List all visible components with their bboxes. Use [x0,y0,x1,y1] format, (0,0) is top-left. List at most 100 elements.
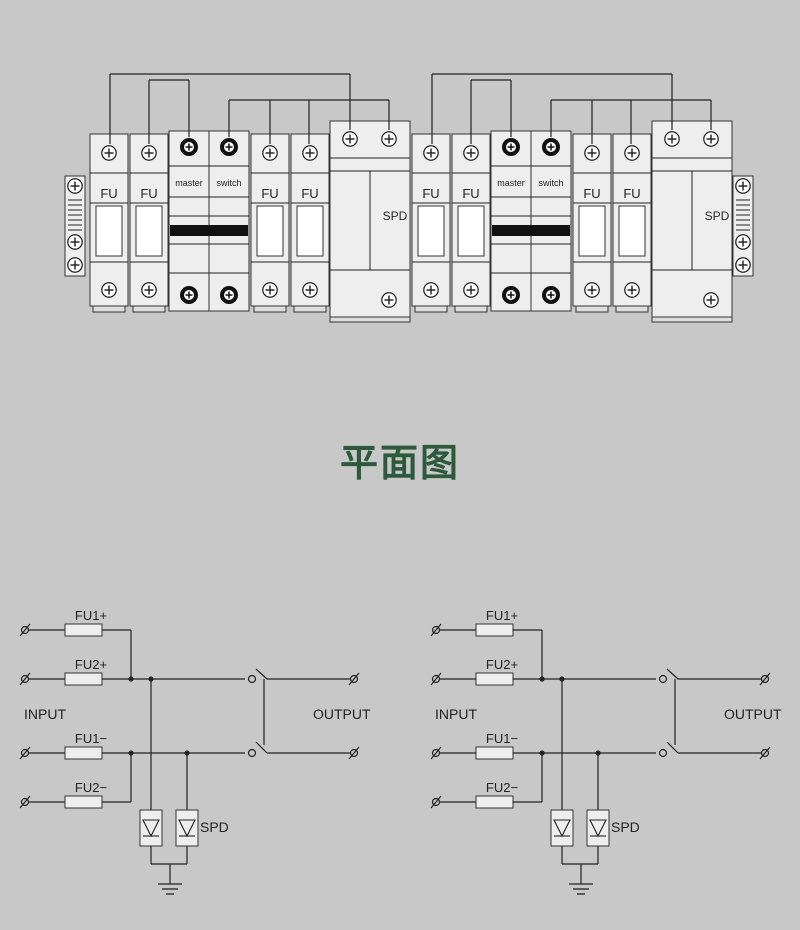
terminal-screw-icon [67,257,83,273]
spd-symbol [550,809,574,847]
switch-label-switch: switch [216,178,241,188]
terminal-screw-large-icon [541,137,561,157]
terminal-screw-icon [262,145,278,161]
fuse-symbol [475,672,514,686]
fuse-name-label: FU1+ [486,608,518,623]
input-terminal-icon [431,748,441,758]
switch-pole [168,130,210,312]
fuse-window [417,205,445,257]
spd-label: SPD [705,209,730,223]
terminal-screw-icon [664,131,680,147]
end-body [64,175,86,277]
input-label: INPUT [24,706,66,722]
spd-symbol [139,809,163,847]
fuse-symbol [64,672,103,686]
input-terminal-icon [431,797,441,807]
terminal-screw-large-icon [219,137,239,157]
spd-label: SPD [200,819,229,835]
fuse-window [256,205,284,257]
terminal-slash [430,623,442,637]
terminal-screw-large-icon [501,137,521,157]
fuse-name-label: FU2+ [75,657,107,672]
switch-contact-icon [658,674,668,684]
terminal-screw-icon [624,145,640,161]
fuse-holder: FU [89,133,129,313]
input-terminal-icon [20,625,30,635]
terminal-screw-large-icon [179,285,199,305]
terminal-screw-large-icon [179,137,199,157]
terminal-screw-icon [584,282,600,298]
terminal-screw-icon [101,145,117,161]
spd-symbol [586,809,610,847]
plan-wiring [109,73,712,144]
end-terminal [732,175,754,277]
fuse-holder: FU [250,133,290,313]
fuse-holder: FU [451,133,491,313]
switch-pole [490,130,532,312]
switch-pole [530,130,572,312]
fuse-holder: FU [290,133,330,313]
fuse-foot [253,305,287,313]
spd-label: SPD [611,819,640,835]
fuse-window [95,205,123,257]
switch-label-switch: switch [538,178,563,188]
fuse-name-label: FU1− [75,731,107,746]
spd-label: SPD [383,209,408,223]
end-body [732,175,754,277]
fuse-label: FU [301,186,318,201]
input-terminal-icon [431,674,441,684]
fuse-symbol [475,623,514,637]
fuse-foot [92,305,126,313]
terminal-screw-icon [262,282,278,298]
fuse-foot [615,305,649,313]
fuse-symbol [475,795,514,809]
terminal-screw-icon [342,131,358,147]
terminal-screw-icon [463,145,479,161]
fuse-label: FU [261,186,278,201]
fuse-label: FU [422,186,439,201]
terminal-slash [759,672,771,686]
terminal-slash [348,672,360,686]
fuse-window [578,205,606,257]
fuse-foot [132,305,166,313]
fuse-holder: FU [411,133,451,313]
output-terminal-icon [760,748,770,758]
terminal-screw-icon [703,292,719,308]
fuse-foot [575,305,609,313]
terminal-screw-icon [703,131,719,147]
terminal-screw-icon [302,282,318,298]
terminal-screw-icon [381,131,397,147]
junction-dot [128,750,134,756]
wire [255,741,268,754]
spd-module: SPD [651,120,733,323]
fuse-holder: FU [572,133,612,313]
terminal-slash [759,746,771,760]
fuse-name-label: FU2− [486,780,518,795]
switch-pole [208,130,250,312]
fuse-label: FU [583,186,600,201]
input-terminal-icon [431,625,441,635]
fuse-label: FU [462,186,479,201]
terminal-screw-large-icon [501,285,521,305]
switch-label-master: master [175,178,203,188]
terminal-screw-icon [101,282,117,298]
input-terminal-icon [20,797,30,807]
fuse-holder: FU [612,133,652,313]
terminal-slash [19,746,31,760]
fuse-symbol [475,746,514,760]
terminal-slash [430,672,442,686]
output-label: OUTPUT [724,706,782,722]
fuse-label: FU [623,186,640,201]
fuse-symbol [64,795,103,809]
terminal-screw-large-icon [541,285,561,305]
terminal-screw-icon [141,282,157,298]
terminal-slash [430,746,442,760]
terminal-screw-icon [141,145,157,161]
terminal-screw-icon [302,145,318,161]
terminal-slash [19,672,31,686]
output-label: OUTPUT [313,706,371,722]
diode-icon [178,819,196,838]
fuse-symbol [64,746,103,760]
